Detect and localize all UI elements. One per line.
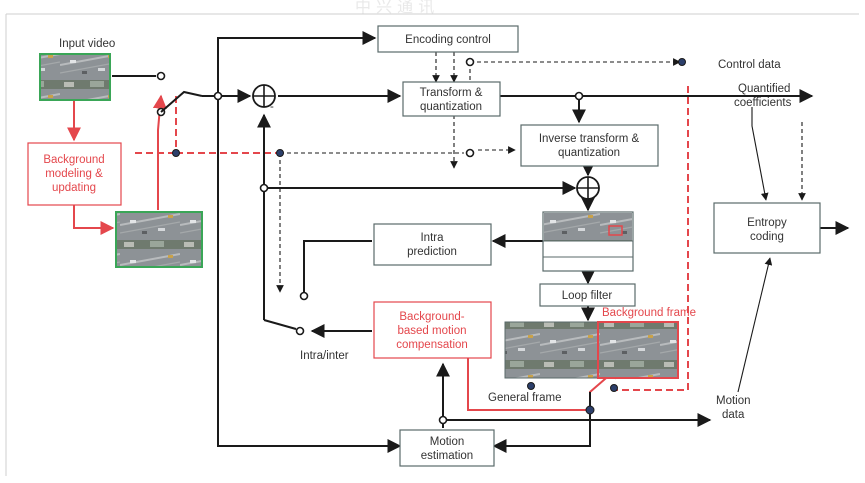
subtract-junction — [252, 84, 276, 108]
input-video-thumbnail — [39, 53, 111, 101]
loop-filter-label: Loop filter — [562, 290, 613, 302]
control-data-label: Control data — [718, 59, 781, 71]
bg-model-label-line1: Background — [43, 154, 104, 166]
background-modeling-block: Background modeling & updating — [27, 142, 122, 206]
inverse-label-line1: Inverse transform & — [539, 133, 640, 145]
bg-model-label-line3: updating — [52, 182, 96, 194]
intra-inter-label: Intra/inter — [300, 350, 349, 362]
background-frame-thumbnail — [597, 321, 679, 379]
watermark-text: 中 兴 通 讯 — [355, 0, 434, 16]
input-video-label: Input video — [59, 38, 115, 50]
intra-prediction-block: Intra prediction — [373, 223, 492, 266]
inverse-label-line2: quantization — [558, 147, 620, 159]
general-frame-label: General frame — [488, 392, 562, 404]
motion-data-label-line2: data — [722, 409, 745, 421]
input-switch — [112, 71, 203, 117]
loop-filter-block: Loop filter — [539, 283, 636, 307]
intra-label-line1: Intra — [420, 232, 444, 244]
motion-est-label-line1: Motion — [430, 436, 465, 448]
transform-label-line1: Transform & — [420, 87, 483, 99]
intra-label-line2: prediction — [407, 246, 457, 258]
transform-quantization-block: Transform & quantization — [402, 81, 501, 117]
entropy-label-line2: coding — [750, 231, 784, 243]
bg-mc-label-line2: based motion — [397, 325, 466, 337]
motion-est-label-line2: estimation — [421, 450, 473, 462]
bg-model-label-line2: modeling & — [45, 168, 103, 180]
background-frame-label: Background frame — [602, 307, 696, 319]
motion-data-label-line1: Motion — [716, 395, 751, 407]
bg-mc-label-line1: Background- — [399, 311, 464, 323]
entropy-label-line1: Entropy — [747, 217, 787, 229]
bg-mc-label-line3: compensation — [396, 339, 468, 351]
transform-label-line2: quantization — [420, 101, 482, 113]
background-motion-compensation-block: Background- based motion compensation — [373, 301, 492, 359]
encoding-control-block: Encoding control — [377, 25, 519, 53]
reconstructed-frame-buffer — [542, 211, 634, 272]
junction-nodes — [172, 57, 686, 425]
inverse-transform-block: Inverse transform & quantization — [520, 124, 659, 167]
minus-sign-label: - — [270, 101, 274, 113]
encoding-control-label: Encoding control — [405, 34, 491, 46]
add-junction — [576, 176, 600, 200]
entropy-coding-block: Entropy coding — [713, 202, 821, 254]
quantified-label-line2: coefficients — [734, 97, 792, 109]
background-model-thumbnail — [115, 211, 203, 268]
motion-estimation-block: Motion estimation — [399, 429, 495, 467]
intra-inter-switch — [295, 291, 309, 336]
quantified-label-line1: Quantified — [738, 83, 790, 95]
